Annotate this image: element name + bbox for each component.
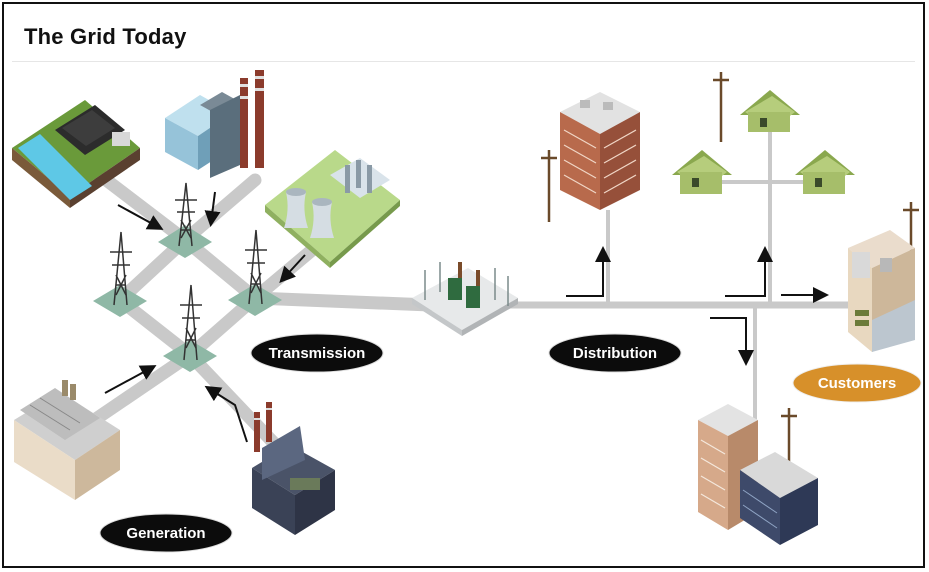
distribution-label-text: Distribution bbox=[573, 345, 657, 362]
factory-plant-icon bbox=[14, 380, 120, 500]
customers-label-text: Customers bbox=[818, 375, 896, 392]
utility-pole-icon bbox=[541, 150, 557, 222]
transmission-label: Transmission bbox=[250, 333, 384, 373]
transmission-tower-icon bbox=[228, 229, 282, 316]
generation-label: Generation bbox=[99, 513, 233, 553]
nuclear-plant-icon bbox=[265, 150, 400, 268]
coal-plant-icon bbox=[165, 70, 264, 178]
industrial-customer-icon bbox=[848, 230, 915, 352]
utility-pole-icon bbox=[713, 72, 729, 142]
customers-label: Customers bbox=[792, 363, 922, 403]
substation-icon bbox=[412, 262, 518, 336]
transmission-tower-icon bbox=[158, 182, 212, 258]
diagram-title: The Grid Today bbox=[24, 24, 187, 49]
hospital-building-icon bbox=[698, 404, 818, 545]
office-building-icon bbox=[560, 92, 640, 210]
flow-arrows bbox=[104, 191, 829, 443]
house-icon bbox=[740, 90, 800, 132]
utility-pole-icon bbox=[781, 408, 797, 468]
transmission-label-text: Transmission bbox=[269, 345, 366, 362]
distribution-lines bbox=[480, 125, 850, 440]
gas-plant-icon bbox=[252, 402, 335, 535]
title-divider bbox=[12, 61, 915, 62]
transmission-tower-icon bbox=[163, 284, 217, 372]
transmission-tower-icon bbox=[93, 231, 147, 317]
generation-label-text: Generation bbox=[126, 525, 205, 542]
house-icon bbox=[672, 150, 732, 194]
distribution-label: Distribution bbox=[548, 333, 682, 373]
hydro-plant-icon bbox=[12, 100, 140, 208]
house-icon bbox=[795, 150, 855, 194]
